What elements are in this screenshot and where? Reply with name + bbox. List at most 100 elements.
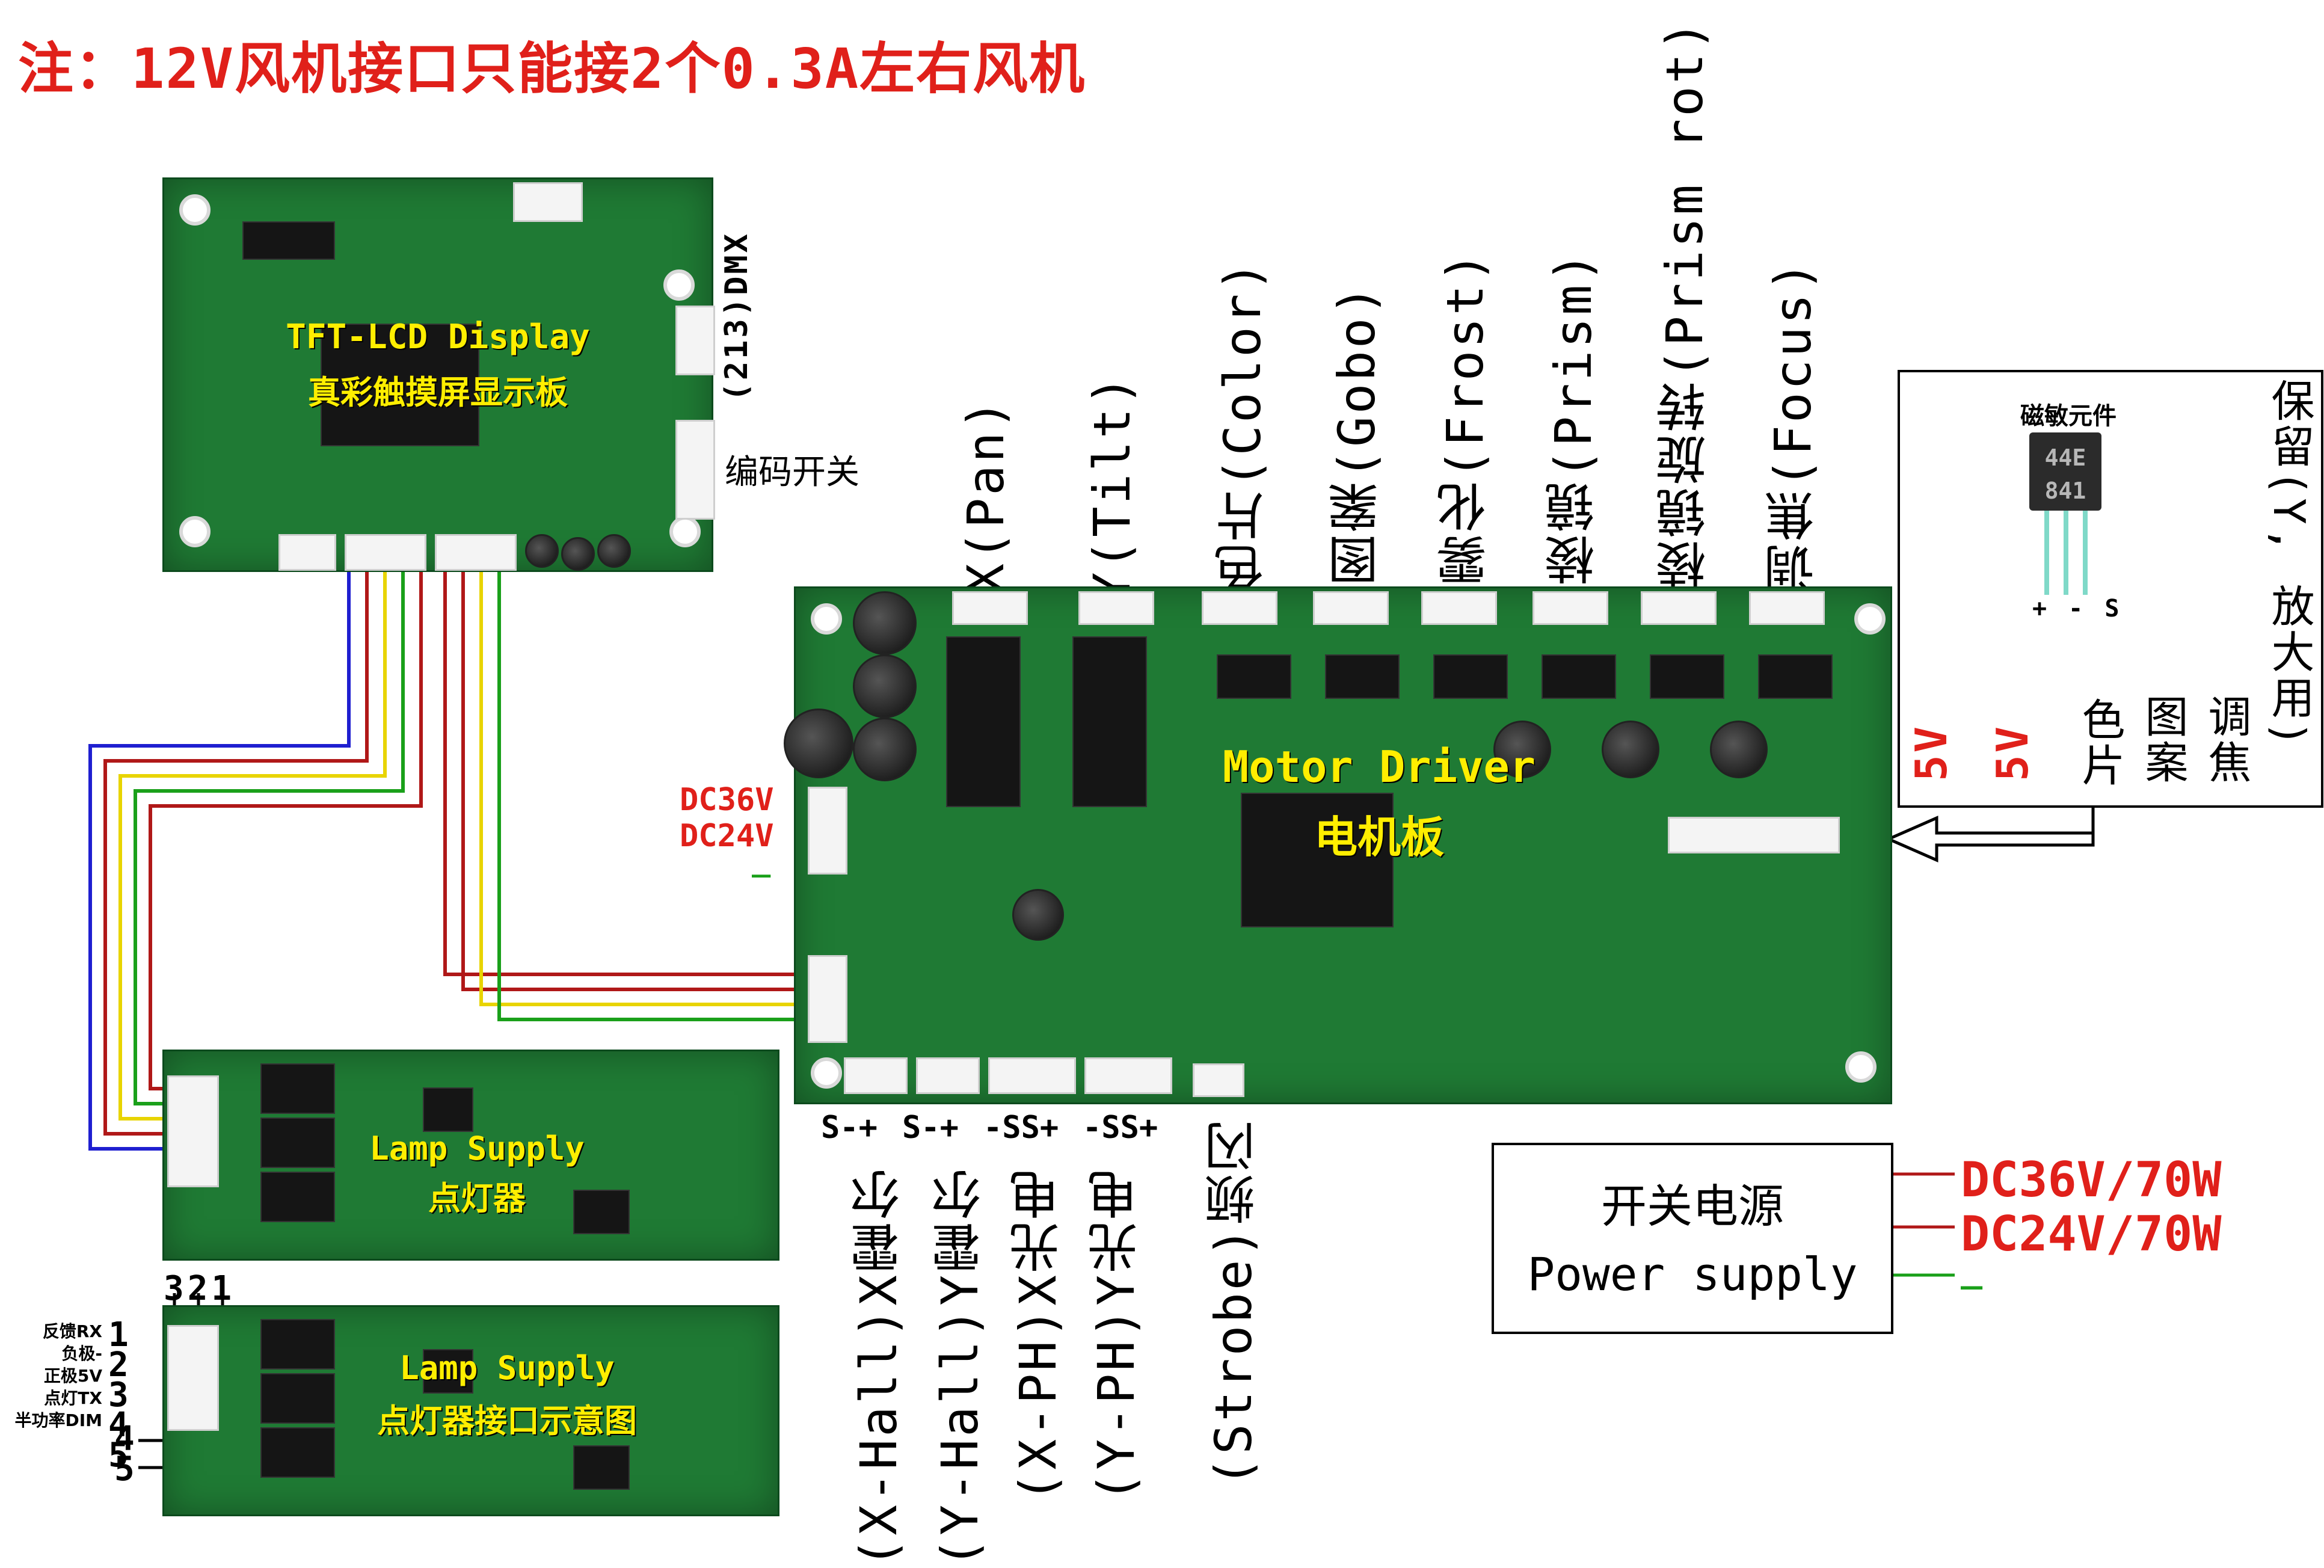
lamp-pin-numbers-top: 321 [164, 1269, 236, 1308]
lamp1-title-en: Lamp Supply [369, 1130, 585, 1167]
sensor-box: 磁敏元件 44E 841 + - S 5V 5V 色片 图案 调焦 保留(Y, … [1898, 370, 2323, 808]
connector [675, 420, 715, 520]
mount-hole [1845, 1051, 1877, 1083]
sensor-col-color: 色片 [2074, 697, 2125, 789]
optocoupler [260, 1373, 335, 1424]
wire-motor-3 [479, 571, 800, 1006]
chip-text-top: 44E [2044, 444, 2086, 471]
chip [423, 1349, 473, 1394]
sensor-5v-1: 5V [1906, 724, 1957, 781]
pin-x-hall: S-+ [821, 1110, 878, 1146]
optocoupler [260, 1118, 335, 1168]
label-focus: 调焦(Focus) [1763, 259, 1822, 595]
lamp-pin-labels: 反馈RX 负极- 正极5V 点灯TX 半功率DIM [12, 1320, 102, 1431]
display-board: TFT-LCD Display 真彩触摸屏显示板 [162, 177, 715, 572]
display-title-en: TFT-LCD Display [286, 318, 590, 357]
mount-hole [179, 194, 211, 226]
connector-prism [1532, 591, 1608, 625]
lamp-connector [167, 1075, 219, 1187]
motor-board: Motor Driver 电机板 [784, 586, 1892, 1104]
dmx-label: (213)DMX [719, 232, 755, 402]
lamp-pin-label-rx: 反馈RX [42, 1321, 102, 1341]
label-y-hall: (Y-Hall)Y霍尔 [930, 1167, 989, 1568]
lamp2-title-en: Lamp Supply [399, 1349, 615, 1387]
chip [423, 1087, 473, 1132]
mount-hole [811, 1057, 842, 1089]
chip [1217, 654, 1291, 699]
capacitor [853, 591, 917, 655]
connector-y-hall [916, 1057, 980, 1094]
connector [435, 534, 517, 571]
motor-title-cn: 电机板 [1314, 812, 1444, 862]
mount-hole [663, 269, 695, 301]
connector [278, 534, 336, 571]
psu-box: 开关电源 Power supply [1492, 1143, 1893, 1334]
wire-darkred [149, 571, 423, 1090]
sensor-col-focus: 调焦 [2201, 694, 2251, 786]
lamp2-title-cn: 点灯器接口示意图 [377, 1402, 637, 1440]
power-in-24: DC24V [680, 818, 774, 854]
driver-ic [1072, 636, 1147, 807]
chip [1325, 654, 1400, 699]
wire-blue [88, 571, 351, 1151]
dmx-connector [808, 955, 847, 1043]
sensor-title: 磁敏元件 [2020, 402, 2116, 430]
label-y-ph: (Y-PH)Y光电 [1087, 1167, 1146, 1503]
label-x-hall: (X-Hall)X霍尔 [849, 1167, 908, 1568]
sensor-col-reserved: 保留(Y, 放大用) [2264, 378, 2314, 749]
lamp-connector [167, 1325, 219, 1431]
capacitor [1012, 889, 1064, 941]
connector-color [1202, 591, 1277, 625]
optocoupler [260, 1172, 335, 1222]
capacitor [1710, 721, 1768, 778]
chip [573, 1445, 630, 1490]
connector-pan [952, 591, 1028, 625]
connector [513, 182, 583, 222]
wire-motor-1 [443, 571, 800, 976]
capacitor [597, 534, 631, 568]
chip [573, 1190, 630, 1234]
chip-text-bottom: 841 [2044, 478, 2086, 504]
connector-x-hall [844, 1057, 908, 1094]
encoder-label: 编码开关 [725, 453, 859, 492]
pin-x-ph: -SS+ [983, 1110, 1059, 1146]
chip [1542, 654, 1616, 699]
wire-motor-4 [497, 571, 800, 1021]
label-tilt: Y(Tilt) [1083, 373, 1142, 603]
label-pan: X(Pan) [956, 397, 1015, 594]
psu-title-cn: 开关电源 [1601, 1179, 1784, 1233]
lamp-pin-4: 4 [114, 1419, 135, 1459]
lamp-supply-board-2: Lamp Supply 点灯器接口示意图 [162, 1305, 779, 1516]
lamp-pin-5: 5 [114, 1450, 135, 1489]
connector-strobe [1193, 1063, 1244, 1097]
hall-sensor-chip: 44E 841 [2029, 432, 2101, 511]
psu-out-gnd: _ [1961, 1248, 1983, 1290]
note-text: 注：12V风机接口只能接2个0.3A左右风机 [18, 37, 1086, 101]
chip [242, 221, 335, 260]
label-gobo: 图案(Gobo) [1327, 283, 1386, 586]
connector [675, 306, 715, 375]
connector-focus [1749, 591, 1825, 625]
wire-green [134, 571, 405, 1105]
driver-ic [946, 636, 1021, 807]
lamp-pin-numbers-side: 12345 [108, 1315, 129, 1475]
mcu-chip [321, 324, 479, 446]
capacitor [525, 534, 559, 568]
psu-out-24: DC24V/70W [1961, 1206, 2222, 1262]
capacitor [1602, 721, 1659, 778]
power-in-36: DC36V [680, 782, 774, 818]
psu-title-en: Power supply [1527, 1247, 1858, 1301]
lamp1-title-cn: 点灯器 [428, 1179, 526, 1217]
wire-motor-2 [461, 571, 800, 991]
lamp-pin-label-5v: 正极5V [43, 1366, 102, 1386]
lamp-pin-label-tx: 点灯TX [44, 1388, 102, 1408]
mount-hole [1854, 603, 1886, 635]
capacitor [1493, 721, 1551, 778]
connector-x-ph [988, 1057, 1076, 1094]
mcu-chip [1241, 793, 1394, 927]
chip [1758, 654, 1833, 699]
label-prism-rot: 棱镜旋转(Prism rot) [1655, 18, 1714, 591]
mount-hole [669, 516, 701, 547]
wire-yellow [118, 571, 387, 1121]
connector-prism-rot [1641, 591, 1717, 625]
